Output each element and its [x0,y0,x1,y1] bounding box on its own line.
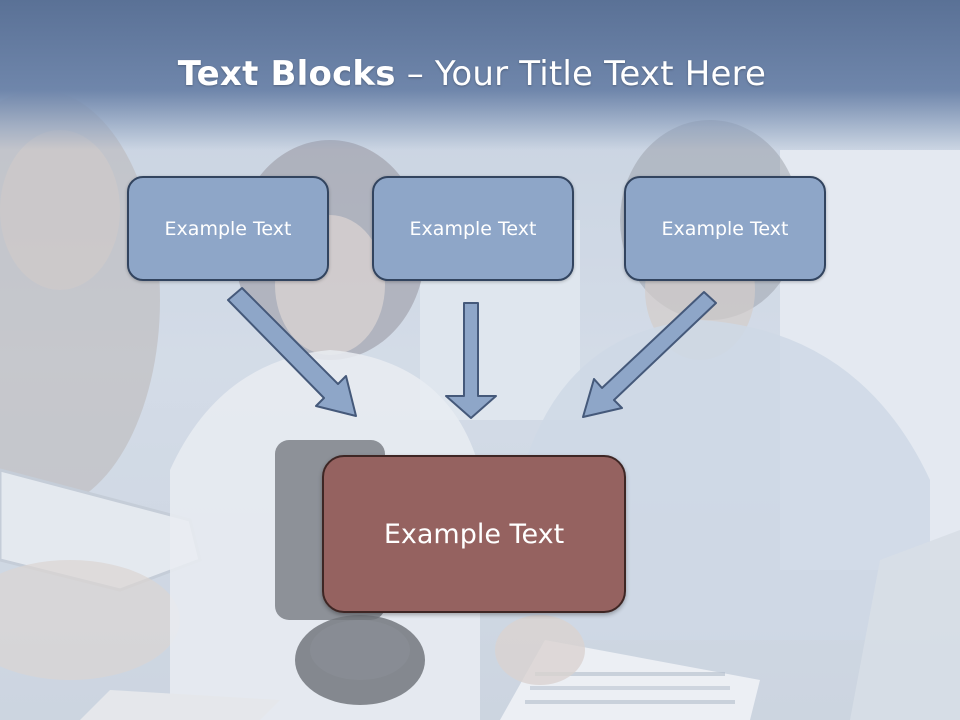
text-block-1[interactable]: Example Text [127,176,329,281]
title-dash: – [395,54,435,94]
title-normal-part: Your Title Text Here [434,54,767,94]
text-block-2-label: Example Text [409,217,537,240]
text-block-1-label: Example Text [164,217,292,240]
text-block-3[interactable]: Example Text [624,176,826,281]
slide-title: Text Blocks – Your Title Text Here [0,54,944,94]
title-bold-part: Text Blocks [177,54,396,94]
text-block-2[interactable]: Example Text [372,176,574,281]
header-band [0,0,960,150]
text-block-main-label: Example Text [383,518,565,550]
text-block-main[interactable]: Example Text [322,455,626,613]
text-block-3-label: Example Text [661,217,789,240]
